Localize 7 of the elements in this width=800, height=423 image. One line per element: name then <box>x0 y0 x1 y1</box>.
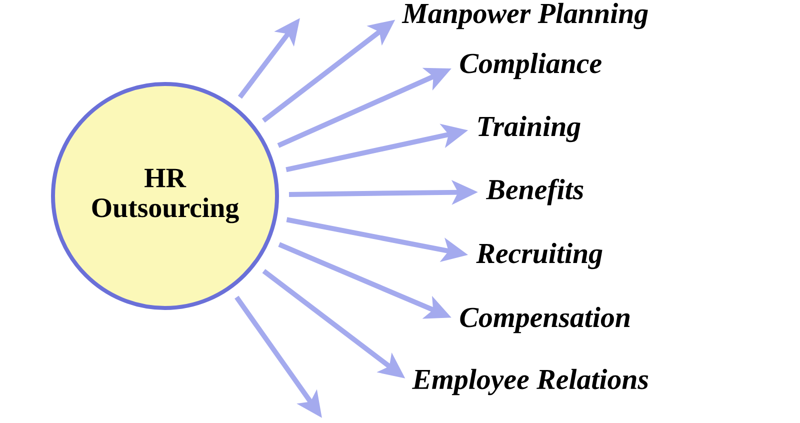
topic-label: Training <box>478 116 580 142</box>
topic-label: Benefits <box>486 178 584 206</box>
topic-label: Employee Relations <box>412 368 648 396</box>
topic-label: Compensation <box>460 306 630 334</box>
topic-label: Recruiting <box>476 242 602 270</box>
topic-label: Manpower Planning <box>402 2 648 30</box>
topic-label: Compliance <box>460 52 602 80</box>
